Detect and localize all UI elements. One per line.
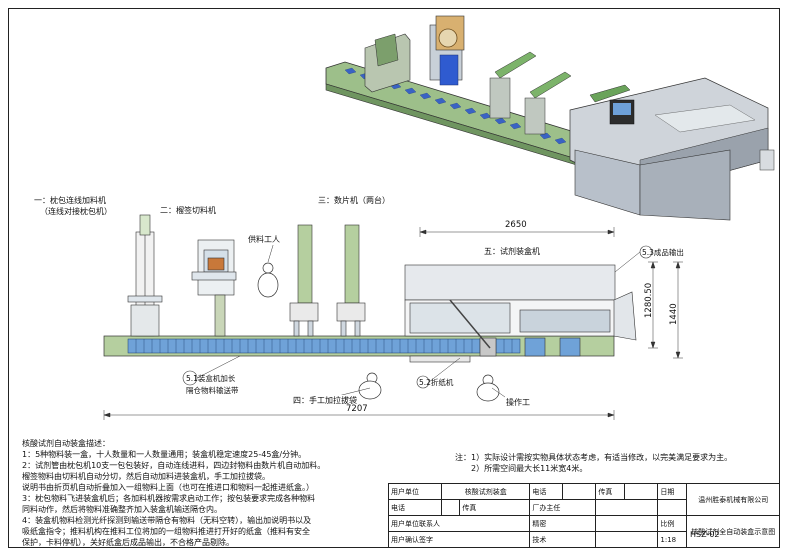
- dim-cartoner-length: 2650: [505, 220, 527, 230]
- label-label-cutter: 二：榴签切料机: [160, 205, 216, 216]
- description-line: 1：5种物料装一盒，十人数量和一人数量通用；装盒机稳定速度25-45盒/分钟。: [22, 450, 307, 459]
- description-line: 榴签物料由切料机自动分切，然后自动加料进装盒机，手工加拉拔袋。: [22, 472, 270, 481]
- isometric-view: [325, 15, 775, 221]
- front-view: [103, 214, 683, 420]
- notes-block: 注：1）实际设计需按实物具体状态考虑，有适当修改，以完美满足要求为主。 2）所需…: [455, 452, 732, 474]
- tb-date-label: 日期: [657, 483, 688, 500]
- title-block: 用户单位 核酸试剂装盒 电话 传真 日期 温州胜泰机械有限公司 电话 传真 厂办…: [387, 483, 780, 548]
- note-line: 2）所需空间最大长11米宽4米。: [471, 464, 588, 473]
- tb-phone-label-2: 电话: [388, 499, 442, 516]
- label-conveyor-note-2: 隔仓物料输送带: [186, 386, 239, 395]
- drawing-frame: [8, 8, 780, 548]
- tb-confirm-label: 用户确认签字: [387, 531, 531, 548]
- tb-tech-label: 技术: [529, 531, 597, 548]
- description-line: 3：枕包物料飞进装盒机后；各加料机器按需求启动工作；按包装要求完成各种物料: [22, 494, 316, 503]
- tb-scale-value: 1:18: [657, 531, 688, 548]
- tb-user-unit-value: 核酸试剂装盒: [440, 483, 531, 500]
- label-folding: 5.2折纸机: [419, 378, 454, 387]
- tb-company: 温州胜泰机械有限公司: [686, 483, 780, 516]
- tb-scale-label: 比例: [657, 515, 688, 532]
- tb-precision-label: 精密: [529, 515, 597, 532]
- tb-fax-label: 传真: [595, 483, 626, 500]
- label-conveyor-note-1: 5.1装盒机加长: [186, 374, 236, 383]
- description-line: 4：装盒机物料检测光纤探测到输送带隔仓有物料（无料空转），输出加说明书以及: [22, 516, 312, 525]
- tb-contact-label: 用户单位联系人: [387, 515, 531, 532]
- label-output: 5.3成品输出: [642, 248, 684, 257]
- tb-phone-label: 电话: [529, 483, 564, 500]
- label-operator: 操作工: [506, 397, 530, 408]
- label-pillow-feeder: 一：枕包连线加料机: [34, 195, 106, 206]
- note-line: 1）实际设计需按实物具体状态考虑，有适当修改，以完美满足要求为主。: [471, 453, 733, 462]
- description-block: 核酸试剂自动装盒描述： 1：5种物料装一盒，十人数量和一人数量通用；装盒机稳定速…: [22, 438, 442, 548]
- dim-height-a: 1280.50: [644, 282, 654, 318]
- description-line: 吸纸盒指令；推料机构在推料工位将加的一组物料推进打开好的纸盒（推料有安全: [22, 527, 310, 536]
- label-manual-insert: 四：手工加拉拔袋: [293, 395, 357, 406]
- description-line: 2：试剂管由枕包机10支一包包装好，自动连线进料，四边封物料由数片机自动加料。: [22, 461, 326, 470]
- description-line: 同料动作，然后将物料准确整齐加入装盒机输送隔仓内。: [22, 505, 222, 514]
- tb-fax-label-2: 传真: [459, 499, 531, 516]
- label-counter: 三：数片机（两台）: [318, 195, 390, 206]
- tb-factory-head-label: 厂办主任: [529, 499, 597, 516]
- label-pillow-feeder-sub: （连线对接枕包机）: [40, 206, 112, 217]
- tb-drawing-title: 核酸试剂全自动装盒示意图: [686, 515, 780, 548]
- description-line: 保护，卡料停机），关好纸盒后成品输出，不合格产品剔除。: [22, 538, 234, 547]
- dim-total-length: 7207: [346, 404, 368, 414]
- description-line: 说明书由折页机自动折叠加入一组物料上面（也可在推进口和物料一起推进纸盒。）: [22, 483, 314, 492]
- label-feeder-worker: 供料工人: [248, 234, 280, 245]
- dim-height-b: 1440: [669, 303, 679, 325]
- tb-user-unit-label: 用户单位: [388, 483, 442, 500]
- label-cartoner: 五：试剂装盒机: [484, 246, 540, 257]
- notes-prefix: 注：: [455, 453, 471, 462]
- tb-drawing-no: HSZ-02: [690, 530, 720, 539]
- description-title: 核酸试剂自动装盒描述：: [22, 439, 110, 448]
